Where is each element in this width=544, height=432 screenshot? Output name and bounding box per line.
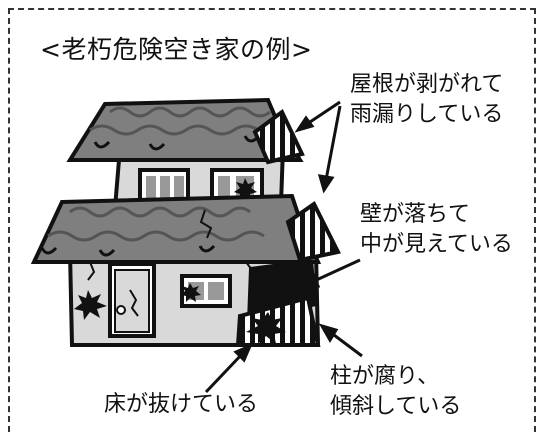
front-door <box>108 262 156 338</box>
label-floor-broken: 床が抜けている <box>104 392 259 417</box>
peeled-lower-roof-flap <box>285 201 341 263</box>
label-wall-fallen: 壁が落ちて 中が見えている <box>360 200 513 260</box>
floor-hole <box>246 312 286 344</box>
label-roof-line1: 屋根が剥がれて <box>350 72 504 97</box>
label-wall-line2: 中が見えている <box>360 232 513 257</box>
label-pillar-line2: 傾斜している <box>330 394 462 419</box>
ground-window <box>180 274 232 308</box>
label-pillar-line1: 柱が腐り、 <box>330 364 440 389</box>
label-roof-peeled: 屋根が剥がれて 雨漏りしている <box>350 70 503 130</box>
label-wall-line1: 壁が落ちて <box>360 202 471 227</box>
callout-arrows <box>204 100 363 394</box>
wall-damage <box>74 290 107 320</box>
dashed-frame <box>8 8 536 432</box>
peeled-roof-flap <box>252 108 305 165</box>
label-pillar-rotten: 柱が腐り、 傾斜している <box>330 362 461 422</box>
label-roof-line2: 雨漏りしている <box>350 102 504 127</box>
diagram-title: <老朽危険空き家の例> <box>40 35 313 64</box>
lower-roof <box>30 193 322 264</box>
